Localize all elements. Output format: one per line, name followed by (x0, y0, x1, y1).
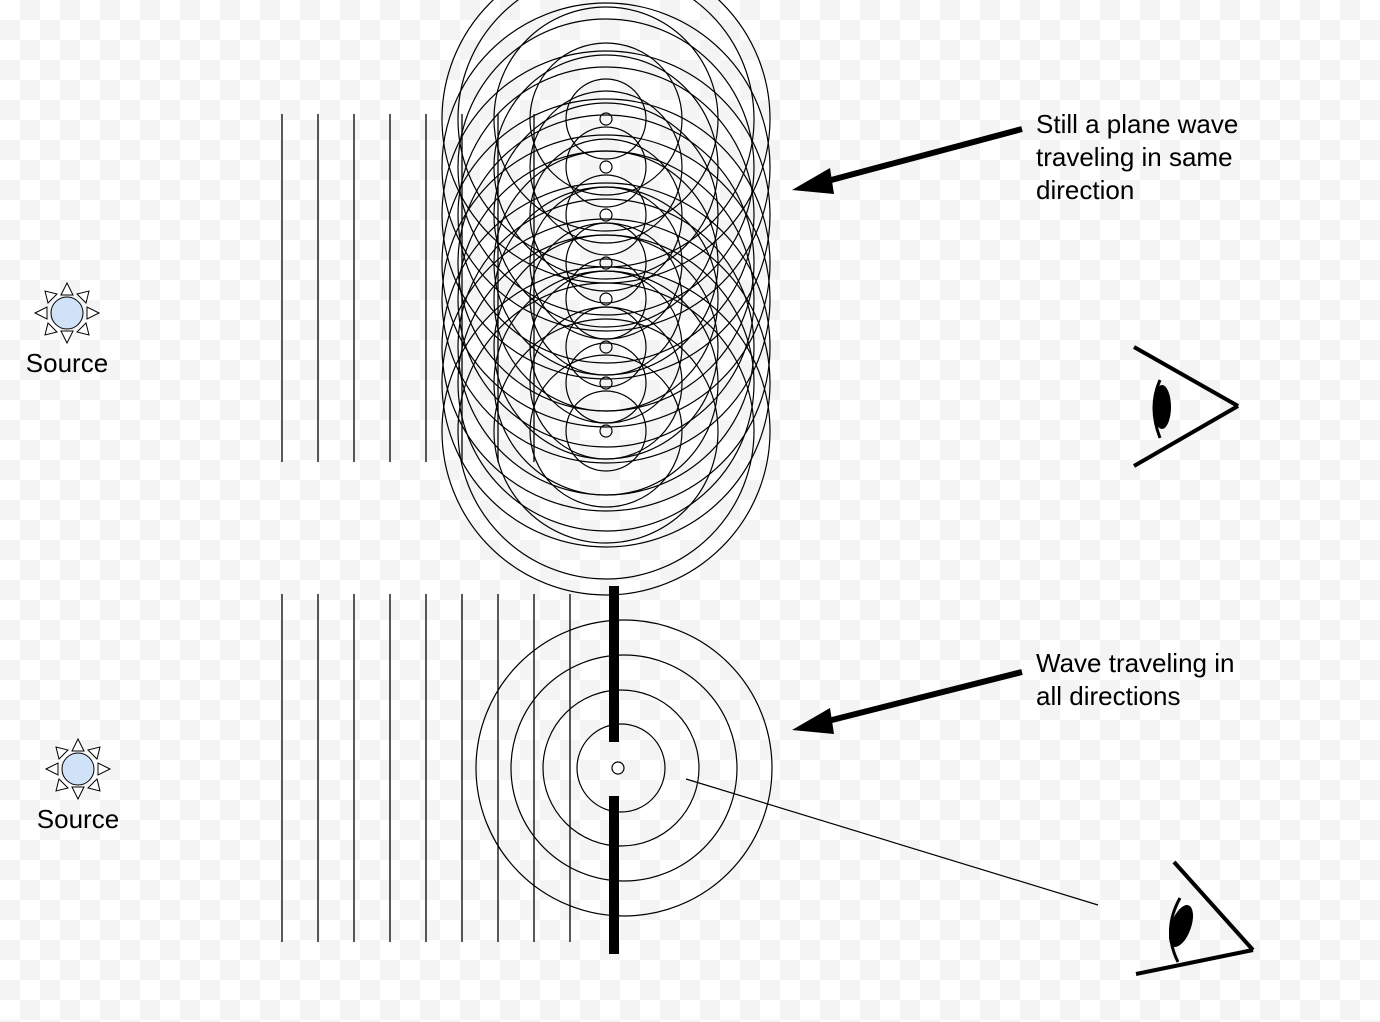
top-plane-wavefronts (281, 114, 535, 462)
wavelet-circle (565, 174, 647, 256)
wavelet-circle (565, 126, 647, 208)
wavelet-circle (493, 54, 719, 280)
wavelet-circle (441, 50, 771, 380)
top-annotation-line: Still a plane wave (1036, 109, 1239, 139)
top-eye-icon (1133, 345, 1239, 468)
wavelet-circle (493, 318, 719, 544)
wavelet-source-point (599, 112, 613, 126)
wavelet-circle (529, 222, 683, 376)
wavelet-circle (441, 218, 771, 548)
sight-line (685, 778, 1099, 906)
wavelet-source-point (599, 208, 613, 222)
top-sun-icon (33, 281, 101, 345)
wavelet-circle (565, 78, 647, 160)
wavelet-circle (441, 98, 771, 428)
bottom-circular-wavefronts (475, 619, 773, 917)
wavelet-circle (493, 102, 719, 328)
wavelet-source-point (599, 256, 613, 270)
bottom-eye-icon (1135, 860, 1255, 976)
wavelet-source-point (599, 292, 613, 306)
wavelet-circle (529, 138, 683, 292)
wavelet-circle (441, 134, 771, 464)
top-arrow-icon (792, 126, 1023, 194)
wavelet-circle (457, 282, 755, 580)
wavelet-circle (529, 42, 683, 196)
wavelet-circle (529, 354, 683, 508)
bottom-annotation: Wave traveling in all directions (1036, 647, 1234, 713)
wavelet-circle (565, 390, 647, 472)
top-annotation-line: direction (1036, 175, 1135, 205)
wavelet-circle (457, 66, 755, 364)
wavelet-circle (529, 186, 683, 340)
wavelet-source-point (599, 340, 613, 354)
bottom-plane-wavefronts (281, 594, 571, 942)
top-huygens-wavelets (441, 0, 771, 596)
wavelet-circle (493, 186, 719, 412)
bottom-sun-icon (44, 737, 112, 801)
wavelet-source-point (599, 160, 613, 174)
wavelet-circle (441, 266, 771, 596)
bottom-source-label: Source (36, 804, 120, 834)
bottom-annotation-line: Wave traveling in (1036, 648, 1235, 678)
wavelet-circle (529, 90, 683, 244)
wavelet-circle (441, 2, 771, 332)
wavelet-source-point (599, 376, 613, 390)
wavelet-circle (565, 342, 647, 424)
wavelet-circle (457, 234, 755, 532)
wavelet-circle (529, 306, 683, 460)
bottom-annotation-line: all directions (1036, 681, 1181, 711)
wavelet-source-point (599, 424, 613, 438)
wavelet-circle (457, 18, 755, 316)
wavelet-circle (457, 150, 755, 448)
top-annotation-line: traveling in same (1036, 142, 1233, 172)
wavelet-circle (565, 258, 647, 340)
top-annotation: Still a plane wave traveling in same dir… (1036, 108, 1238, 207)
wavelet-circle (441, 182, 771, 512)
wavelet-circle (493, 270, 719, 496)
bottom-arrow-icon (792, 669, 1023, 734)
wavelet-circle (529, 270, 683, 424)
top-source-label: Source (25, 348, 109, 378)
